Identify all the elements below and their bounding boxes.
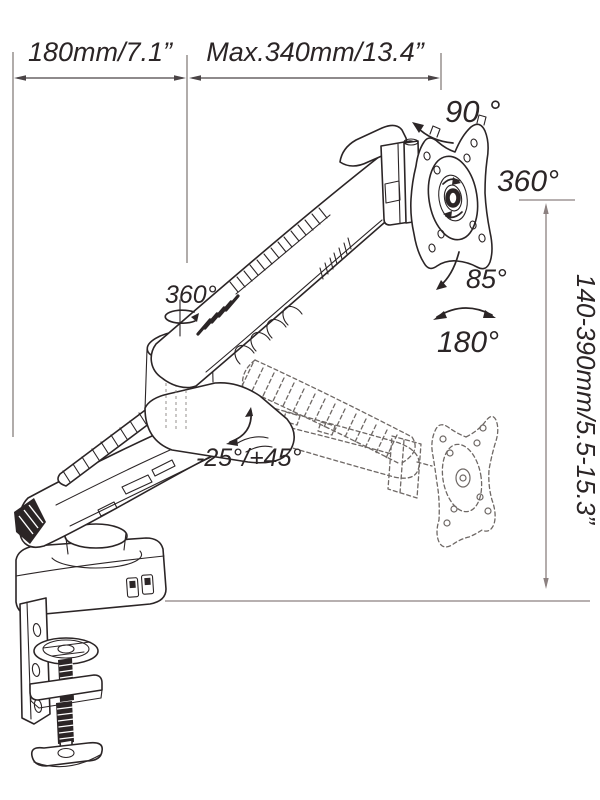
lower-arm-face-slots	[97, 459, 176, 517]
label-arm-tilt-range: -25°/+45°	[196, 444, 301, 472]
vesa-ring-mid	[438, 174, 468, 222]
vesa-plate	[410, 114, 493, 270]
ghost-plate-hub	[455, 468, 471, 488]
clamp-foot	[30, 741, 104, 768]
vesa-plate-outline	[410, 123, 493, 270]
label-base-rotate-360: 360°	[165, 281, 217, 309]
ghost-arm-upper-edge	[254, 359, 413, 438]
vesa-lobe-notches	[429, 114, 487, 138]
vesa-ring-inner	[443, 184, 463, 212]
desk-clamp-base	[15, 537, 167, 768]
clamp-jaw-front	[29, 689, 103, 709]
label-pan-180: 180°	[437, 326, 499, 359]
screw-threads-lower	[56, 706, 76, 740]
ghost-head-bracket	[387, 435, 433, 499]
ghost-vesa-plate	[431, 415, 499, 548]
base-oval-recess	[51, 550, 143, 569]
hub-rotation-arrow-top	[442, 178, 460, 185]
upper-arm-spring-coils	[234, 305, 303, 365]
vesa-ring-outer	[427, 155, 479, 241]
dimension-labels: 180mm/7.1” Max.340mm/13.4” 90 ° 360° 85°…	[28, 37, 600, 525]
upper-arm-inner-line	[205, 219, 383, 373]
upper-arm-dark-ribs	[196, 294, 240, 336]
lower-arm-end-cap	[14, 498, 46, 544]
ghost-plate-holes	[439, 424, 492, 527]
label-height-range: 140-390mm/5.5-15.3”	[571, 274, 600, 525]
head-clevis-inner	[384, 143, 401, 224]
ghost-plate-hub-center	[459, 474, 467, 482]
elbow-housing-slots	[235, 436, 273, 453]
head-cap	[339, 124, 408, 167]
label-vesa-rotate-90: 90 °	[445, 94, 501, 129]
label-tilt-85: 85°	[466, 264, 507, 294]
clamp-knob[interactable]	[33, 637, 99, 665]
upper-arm-body	[150, 154, 398, 389]
lower-arm-ribs	[62, 405, 157, 483]
elbow-housing	[144, 381, 295, 464]
arrow-base-rotate	[164, 309, 196, 325]
hub-arrow-head-bottom	[443, 211, 452, 219]
post-side-lines	[65, 532, 127, 555]
upper-arm	[150, 154, 398, 389]
end-cap-stripes	[18, 504, 44, 535]
ghost-plate-outer-ring	[441, 443, 483, 513]
upper-arm-ribs	[229, 207, 328, 293]
dimension-lines	[12, 52, 590, 602]
label-arm-max-reach: Max.340mm/13.4”	[206, 37, 425, 67]
label-head-swivel-360: 360°	[497, 165, 559, 198]
vesa-hub	[445, 188, 461, 208]
ghost-arm-right-cap	[399, 436, 416, 465]
rotation-arrows	[164, 122, 496, 446]
hub-arrow-head-top	[452, 177, 461, 185]
base-top-front-edge	[15, 555, 165, 577]
upper-arm-vent-slots	[319, 237, 352, 280]
head-hinge-top	[403, 138, 419, 146]
label-arm-front-length: 180mm/7.1”	[28, 37, 173, 67]
usb-ports	[125, 574, 155, 598]
